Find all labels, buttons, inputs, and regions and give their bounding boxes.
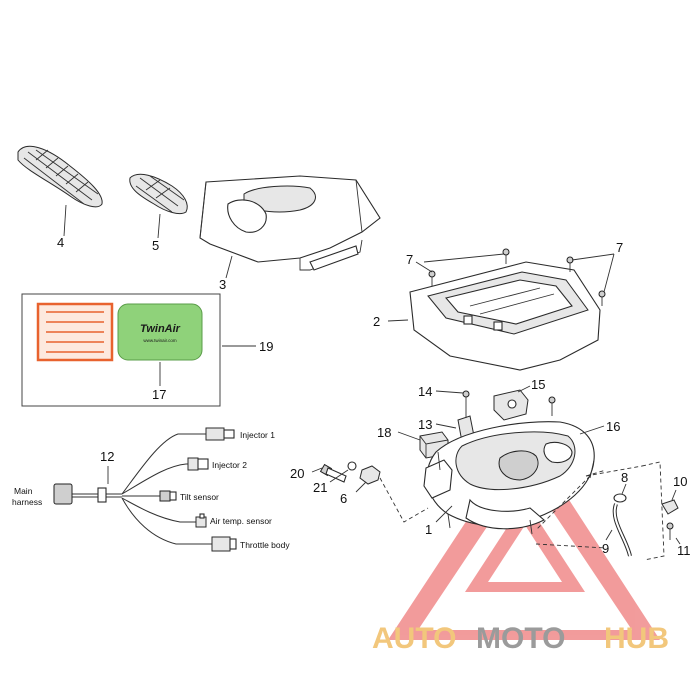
callout-7b: 7: [616, 240, 623, 255]
callout-1: 1: [425, 522, 432, 537]
filter-brand-logo: TwinAir: [140, 323, 181, 335]
part-19-17-air-filter: TwinAir www.twinair.com 19 17: [21, 293, 273, 407]
callout-14: 14: [418, 384, 432, 399]
callout-19: 19: [259, 339, 273, 354]
callout-20: 20: [290, 466, 304, 481]
part-12-wiring-harness: 12 Main harness Injector 1 Injector 2 Ti…: [12, 427, 290, 552]
label-tilt-sensor: Tilt sensor: [180, 492, 219, 502]
part-14-screw: 14: [418, 384, 470, 410]
callout-3: 3: [219, 277, 226, 292]
watermark-auto: AUTO: [372, 622, 456, 655]
part-3-airbox-cover: 3: [199, 175, 381, 292]
part-20-sensor: 20: [290, 463, 347, 483]
callout-11: 11: [677, 543, 691, 558]
callout-15: 15: [531, 377, 545, 392]
callout-16: 16: [606, 419, 620, 434]
part-10-plug: 10: [661, 474, 687, 515]
part-9-hose: 9: [535, 469, 632, 557]
label-main: Main: [14, 486, 33, 496]
callout-17: 17: [152, 387, 166, 402]
part-15-bracket: 15: [493, 377, 556, 421]
callout-4: 4: [57, 235, 64, 250]
connector-tilt-sensor: [159, 490, 177, 502]
filter-green-foam: [117, 303, 203, 361]
callout-9: 9: [602, 541, 609, 556]
screw-icon: [566, 256, 574, 272]
label-throttle-body: Throttle body: [240, 540, 290, 550]
part-2-airbox-frame: 2: [373, 261, 601, 371]
callout-18: 18: [377, 425, 391, 440]
part-8-clamp: 8: [613, 470, 628, 503]
callout-8: 8: [621, 470, 628, 485]
connector-injector-1: [205, 427, 235, 441]
callout-13: 13: [418, 417, 432, 432]
part-5-small-grille: 5: [129, 173, 188, 253]
callout-21: 21: [313, 480, 327, 495]
part-7-screws: 7 7: [406, 240, 623, 306]
part-4-intake-grille: 4: [17, 145, 103, 250]
screw-icon: [428, 270, 436, 286]
part-6-nut: 6: [340, 465, 429, 523]
callout-6: 6: [340, 491, 347, 506]
watermark-moto: MOTO: [476, 622, 565, 655]
filter-brand-url: www.twinair.com: [143, 338, 177, 343]
part-21-washer: 21: [313, 461, 357, 495]
screw-icon: [598, 290, 606, 306]
watermark-logo: AUTO MOTO HUB: [372, 622, 669, 655]
callout-5: 5: [152, 238, 159, 253]
label-injector-2: Injector 2: [212, 460, 247, 470]
label-air-temp-sensor: Air temp. sensor: [210, 516, 272, 526]
label-injector-1: Injector 1: [240, 430, 275, 440]
label-harness: harness: [12, 497, 42, 507]
connector-throttle-body: [211, 536, 237, 552]
connector-injector-2: [187, 457, 209, 471]
part-11-screw: 11: [585, 461, 691, 561]
connector-air-temp: [195, 513, 207, 528]
screw-icon: [502, 248, 510, 264]
callout-12: 12: [100, 449, 114, 464]
callout-10: 10: [673, 474, 687, 489]
part-1-lower-housing: 1 16: [423, 419, 620, 537]
callout-7a: 7: [406, 252, 413, 267]
watermark-triangle: [388, 432, 660, 640]
watermark-hub: HUB: [604, 622, 669, 655]
callout-2: 2: [373, 314, 380, 329]
